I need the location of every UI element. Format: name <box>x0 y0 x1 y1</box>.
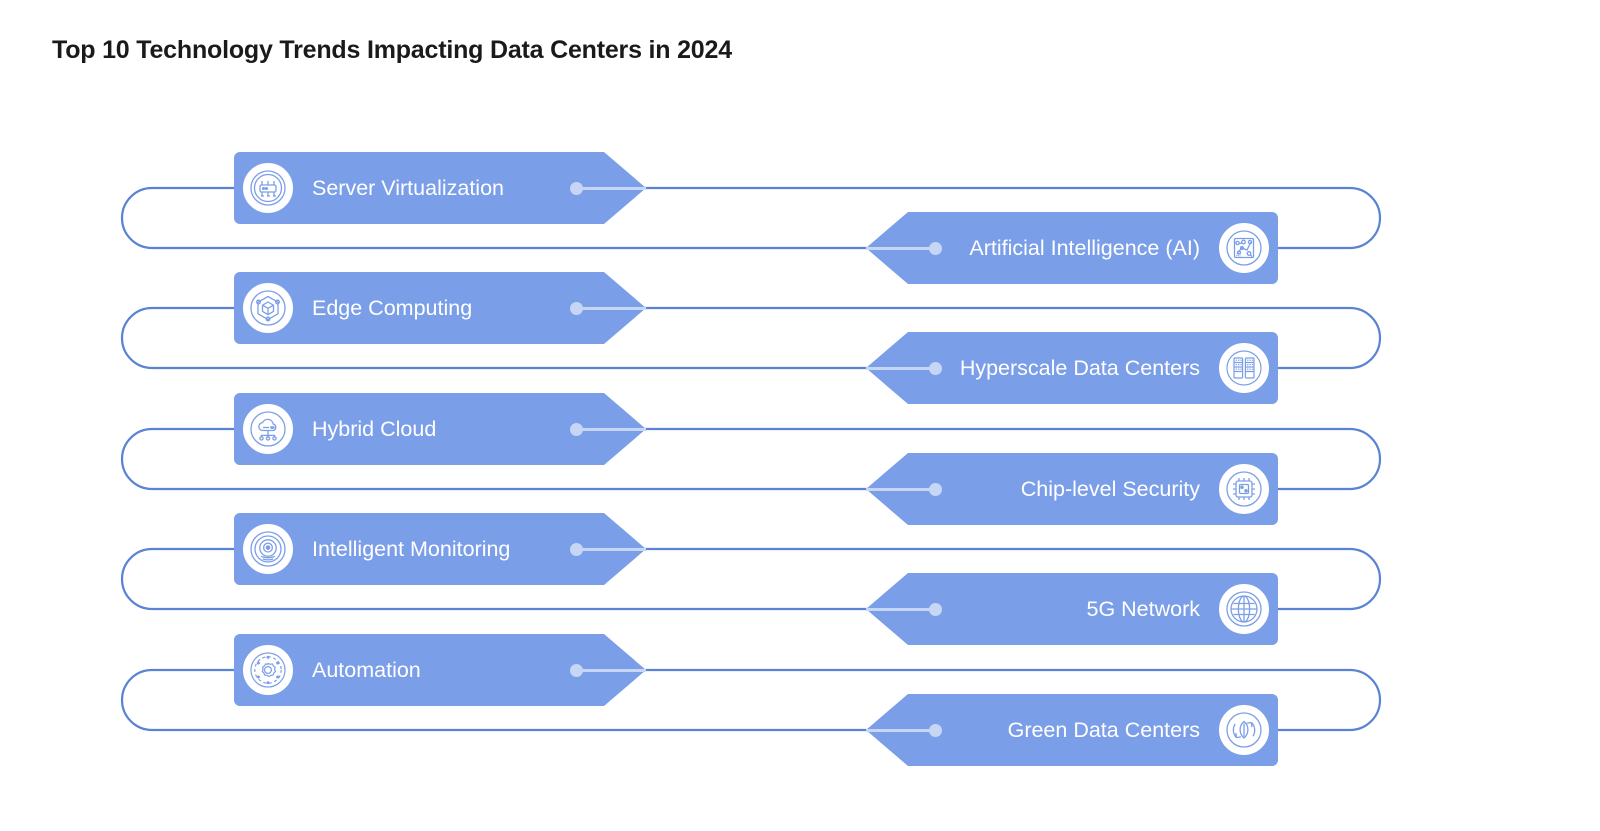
list-item[interactable]: Server Virtualization <box>234 152 646 224</box>
connector-line <box>866 728 936 732</box>
chevron-shape-left <box>866 332 1278 404</box>
list-item[interactable]: Edge Computing <box>234 272 646 344</box>
list-item[interactable]: 5G Network <box>866 573 1278 645</box>
list-item-label: Chip-level Security <box>1020 477 1200 501</box>
connector-line <box>576 668 646 672</box>
connector-line <box>576 186 646 190</box>
list-item-label: Hybrid Cloud <box>312 417 437 441</box>
chevron-shape-left <box>866 573 1278 645</box>
chevron-shape-right <box>234 272 646 344</box>
chevron-shape-right <box>234 513 646 585</box>
radar-eye-icon <box>242 523 294 575</box>
list-item[interactable]: Hyperscale Data Centers <box>866 332 1278 404</box>
list-item-label: 5G Network <box>1086 597 1200 621</box>
connector-dot <box>929 482 942 496</box>
connector-dot <box>570 542 583 556</box>
connector-line <box>576 547 646 551</box>
connector-line <box>866 487 936 491</box>
connector-dot <box>929 361 942 375</box>
connector-line <box>576 427 646 431</box>
chevron-shape-right <box>234 152 646 224</box>
connector-dot <box>929 723 942 737</box>
connector-dot <box>929 241 942 255</box>
connector-dot <box>570 422 583 436</box>
list-item-label: Intelligent Monitoring <box>312 537 511 561</box>
connector-dot <box>570 301 583 315</box>
gear-orbit-icon <box>242 644 294 696</box>
chevron-shape-left <box>866 694 1278 766</box>
server-rack-icon <box>242 162 294 214</box>
connector-line <box>866 366 936 370</box>
list-item-label: Hyperscale Data Centers <box>959 356 1200 380</box>
chevron-shape-left <box>866 212 1278 284</box>
leaf-recycle-icon <box>1218 704 1270 756</box>
list-item[interactable]: Intelligent Monitoring <box>234 513 646 585</box>
list-item-label: Edge Computing <box>312 296 473 320</box>
list-item[interactable]: Automation <box>234 634 646 706</box>
list-item[interactable]: Green Data Centers <box>866 694 1278 766</box>
chevron-shape-right <box>234 393 646 465</box>
connector-dot <box>570 663 583 677</box>
svg-text:AI: AI <box>1236 253 1241 259</box>
list-item[interactable]: Chip-level Security <box>866 453 1278 525</box>
connector-line <box>866 607 936 611</box>
list-item[interactable]: AI Artificial Intelligence (AI) <box>866 212 1278 284</box>
list-item-label: Artificial Intelligence (AI) <box>969 236 1200 260</box>
ai-circuit-icon: AI <box>1218 222 1270 274</box>
globe-icon <box>1218 583 1270 635</box>
connector-line <box>866 246 936 250</box>
list-item-label: Automation <box>312 658 421 682</box>
connector-dot <box>929 602 942 616</box>
server-racks-pair-icon <box>1218 342 1270 394</box>
page-title: Top 10 Technology Trends Impacting Data … <box>52 36 732 64</box>
list-item-label: Server Virtualization <box>312 176 504 200</box>
list-item-label: Green Data Centers <box>1007 718 1200 742</box>
connector-line <box>576 306 646 310</box>
chevron-shape-left <box>866 453 1278 525</box>
connector-dot <box>570 181 583 195</box>
cloud-network-icon <box>242 403 294 455</box>
list-item[interactable]: Hybrid Cloud <box>234 393 646 465</box>
microchip-icon <box>1218 463 1270 515</box>
hexagon-cube-node-icon <box>242 282 294 334</box>
chevron-shape-right <box>234 634 646 706</box>
